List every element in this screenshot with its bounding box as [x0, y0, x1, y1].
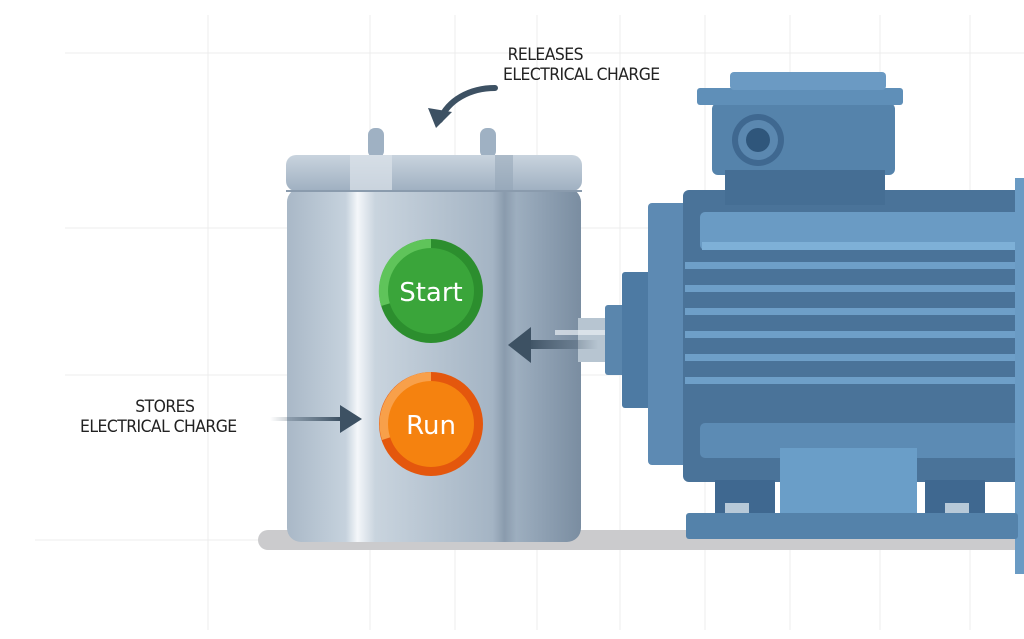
capacitor [286, 128, 582, 542]
releases-line1: RELEASES [507, 45, 584, 65]
capacitor-lid [286, 155, 582, 191]
capacitor-body [287, 188, 581, 542]
releases-line2: ELECTRICAL CHARGE [503, 65, 660, 85]
arrow-stores [270, 405, 362, 433]
arrow-releases [428, 85, 498, 128]
start-button-label: Start [399, 278, 463, 308]
run-button: Run [379, 372, 483, 476]
capacitor-terminal-left [368, 128, 384, 158]
start-button: Start [378, 238, 483, 343]
run-button-label: Run [406, 411, 456, 441]
capacitor-terminal-right [480, 128, 496, 158]
arrow-shaft-to-capacitor [508, 327, 598, 363]
stores-line2: ELECTRICAL CHARGE [80, 417, 237, 437]
motor-base-plate [686, 513, 1018, 539]
releases-annotation: RELEASES ELECTRICAL CHARGE [503, 45, 660, 85]
stores-annotation: STORES ELECTRICAL CHARGE [80, 397, 264, 437]
electric-motor [555, 72, 1024, 574]
stores-line1: STORES [135, 397, 195, 417]
